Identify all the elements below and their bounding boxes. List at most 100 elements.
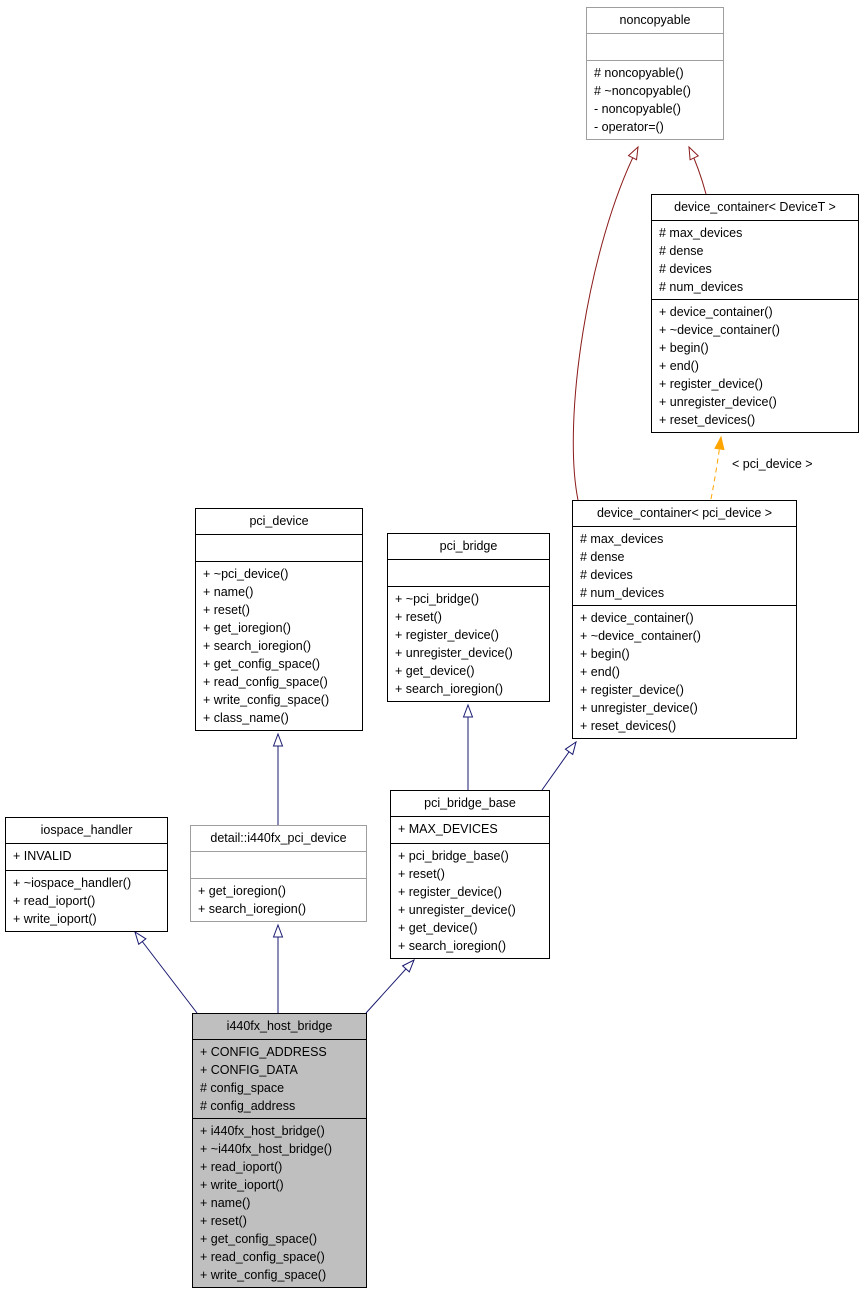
member-row: + name() xyxy=(203,585,254,599)
member-row: + get_config_space() xyxy=(200,1232,318,1246)
class-title: detail::i440fx_pci_device xyxy=(191,826,366,852)
methods-section: + i440fx_host_bridge()+ ~i440fx_host_bri… xyxy=(193,1119,366,1287)
member-row: + begin() xyxy=(580,647,630,661)
member-row: + ~device_container() xyxy=(659,323,780,337)
member-row: + begin() xyxy=(659,341,709,355)
member-row: + reset_devices() xyxy=(580,719,677,733)
member-row: + register_device() xyxy=(580,683,684,697)
member-row: + class_name() xyxy=(203,711,289,725)
class-node-pci-bridge[interactable]: pci_bridge + ~pci_bridge() + reset() + reg… xyxy=(387,533,550,702)
methods-section: + get_ioregion() + search_ioregion() xyxy=(191,879,366,921)
member-row: # noncopyable() xyxy=(594,66,684,80)
methods-section: + device_container() + ~device_container(… xyxy=(573,606,796,738)
member-row: + search_ioregion() xyxy=(395,682,504,696)
member-row: + unregister_device() xyxy=(398,903,516,917)
class-title: device_container< DeviceT > xyxy=(652,195,858,221)
member-row: + unregister_device() xyxy=(580,701,698,715)
member-row: + reset_devices() xyxy=(659,413,756,427)
member-row: + unregister_device() xyxy=(395,646,513,660)
member-row: # num_devices xyxy=(659,280,744,294)
member-row: + search_ioregion() xyxy=(203,639,312,653)
member-row: + read_ioport() xyxy=(200,1160,283,1174)
member-row: + CONFIG_DATA xyxy=(200,1063,298,1077)
class-node-device-container-pci-device[interactable]: device_container< pci_device > # max_dev… xyxy=(572,500,797,739)
member-row: + write_config_space() xyxy=(203,693,330,707)
edge-template-instantiation xyxy=(710,435,725,500)
member-row: + write_ioport() xyxy=(13,912,97,926)
attributes-section xyxy=(388,560,549,587)
member-row: + reset() xyxy=(395,610,442,624)
class-node-pci-bridge-base[interactable]: pci_bridge_base + MAX_DEVICES + pci_brid… xyxy=(390,790,550,959)
member-row: # config_address xyxy=(200,1099,296,1113)
class-title: noncopyable xyxy=(587,8,723,34)
attributes-section: + CONFIG_ADDRESS + CONFIG_DATA # config_sp… xyxy=(193,1040,366,1119)
member-row: + get_device() xyxy=(398,921,478,935)
edge-container-devicet-to-noncopyable xyxy=(688,145,707,195)
member-row: + search_ioregion() xyxy=(198,902,307,916)
member-row: + read_config_space() xyxy=(203,675,328,689)
class-node-detail-i440fx-pci-device[interactable]: detail::i440fx_pci_device + get_ioregion… xyxy=(190,825,367,922)
class-node-device-container-devicet[interactable]: device_container< DeviceT > # max_device… xyxy=(651,194,859,433)
member-row: + MAX_DEVICES xyxy=(398,822,498,836)
member-row: + INVALID xyxy=(13,849,72,863)
member-row: + get_ioregion() xyxy=(203,621,291,635)
member-row: + register_device() xyxy=(398,885,502,899)
member-row: + pci_bridge_base() xyxy=(398,849,509,863)
member-row: # dense xyxy=(659,244,704,258)
member-row: + name() xyxy=(200,1196,251,1210)
member-row: + ~device_container() xyxy=(580,629,701,643)
class-title: device_container< pci_device > xyxy=(573,501,796,527)
member-row: + register_device() xyxy=(659,377,763,391)
methods-section: + device_container()+ ~device_container(… xyxy=(652,300,858,432)
edge-container-pcidevice-to-noncopyable xyxy=(572,145,639,501)
methods-section: + ~iospace_handler()+ read_ioport()+ wri… xyxy=(6,871,167,931)
methods-section: + ~pci_device() + name() + reset() + get_io… xyxy=(196,562,362,730)
member-row: + get_ioregion() xyxy=(198,884,286,898)
methods-section: # noncopyable() # ~noncopyable() - noncopy… xyxy=(587,61,723,139)
class-title: pci_bridge xyxy=(388,534,549,560)
class-node-noncopyable[interactable]: noncopyable # noncopyable() # ~noncopyabl… xyxy=(586,7,724,140)
attributes-section: + MAX_DEVICES xyxy=(391,817,549,844)
member-row: + CONFIG_ADDRESS xyxy=(200,1045,327,1059)
attributes-section: # max_devices# dense# devices# num_devic… xyxy=(652,221,858,300)
attributes-section: # max_devices# dense# devices# num_devic… xyxy=(573,527,796,606)
member-row: + write_config_space() xyxy=(200,1268,327,1282)
edge-bridgebase-to-container xyxy=(541,740,577,791)
member-row: # dense xyxy=(580,550,625,564)
member-row: + read_config_space() xyxy=(200,1250,325,1264)
edge-hostbridge-to-iospace xyxy=(134,930,198,1014)
attributes-section xyxy=(196,535,362,562)
member-row: + get_config_space() xyxy=(203,657,321,671)
member-row: + ~pci_device() xyxy=(203,567,289,581)
member-row: + write_ioport() xyxy=(200,1178,284,1192)
member-row: # num_devices xyxy=(580,586,665,600)
member-row: + ~i440fx_host_bridge() xyxy=(200,1142,333,1156)
member-row: - noncopyable() xyxy=(594,102,681,116)
member-row: - operator=() xyxy=(594,120,664,134)
member-row: + get_device() xyxy=(395,664,475,678)
member-row: + read_ioport() xyxy=(13,894,96,908)
attributes-section xyxy=(191,852,366,879)
member-row: # devices xyxy=(580,568,633,582)
member-row: + reset() xyxy=(203,603,250,617)
member-row: + device_container() xyxy=(580,611,694,625)
member-row: # devices xyxy=(659,262,712,276)
member-row: + register_device() xyxy=(395,628,499,642)
member-row: # config_space xyxy=(200,1081,285,1095)
attributes-section xyxy=(587,34,723,61)
member-row: + reset() xyxy=(200,1214,247,1228)
member-row: + ~pci_bridge() xyxy=(395,592,480,606)
member-row: + end() xyxy=(659,359,699,373)
class-node-pci-device[interactable]: pci_device + ~pci_device() + name() + rese… xyxy=(195,508,363,731)
class-node-iospace-handler[interactable]: iospace_handler + INVALID + ~iospace_han… xyxy=(5,817,168,932)
methods-section: + ~pci_bridge() + reset() + register_devic… xyxy=(388,587,549,701)
attributes-section: + INVALID xyxy=(6,844,167,871)
member-row: # ~noncopyable() xyxy=(594,84,691,98)
member-row: + unregister_device() xyxy=(659,395,777,409)
class-title: i440fx_host_bridge xyxy=(193,1014,366,1040)
template-arg-label: < pci_device > xyxy=(732,457,813,471)
class-node-i440fx-host-bridge: i440fx_host_bridge + CONFIG_ADDRESS+ CON… xyxy=(192,1013,367,1288)
class-title: pci_device xyxy=(196,509,362,535)
class-title: pci_bridge_base xyxy=(391,791,549,817)
